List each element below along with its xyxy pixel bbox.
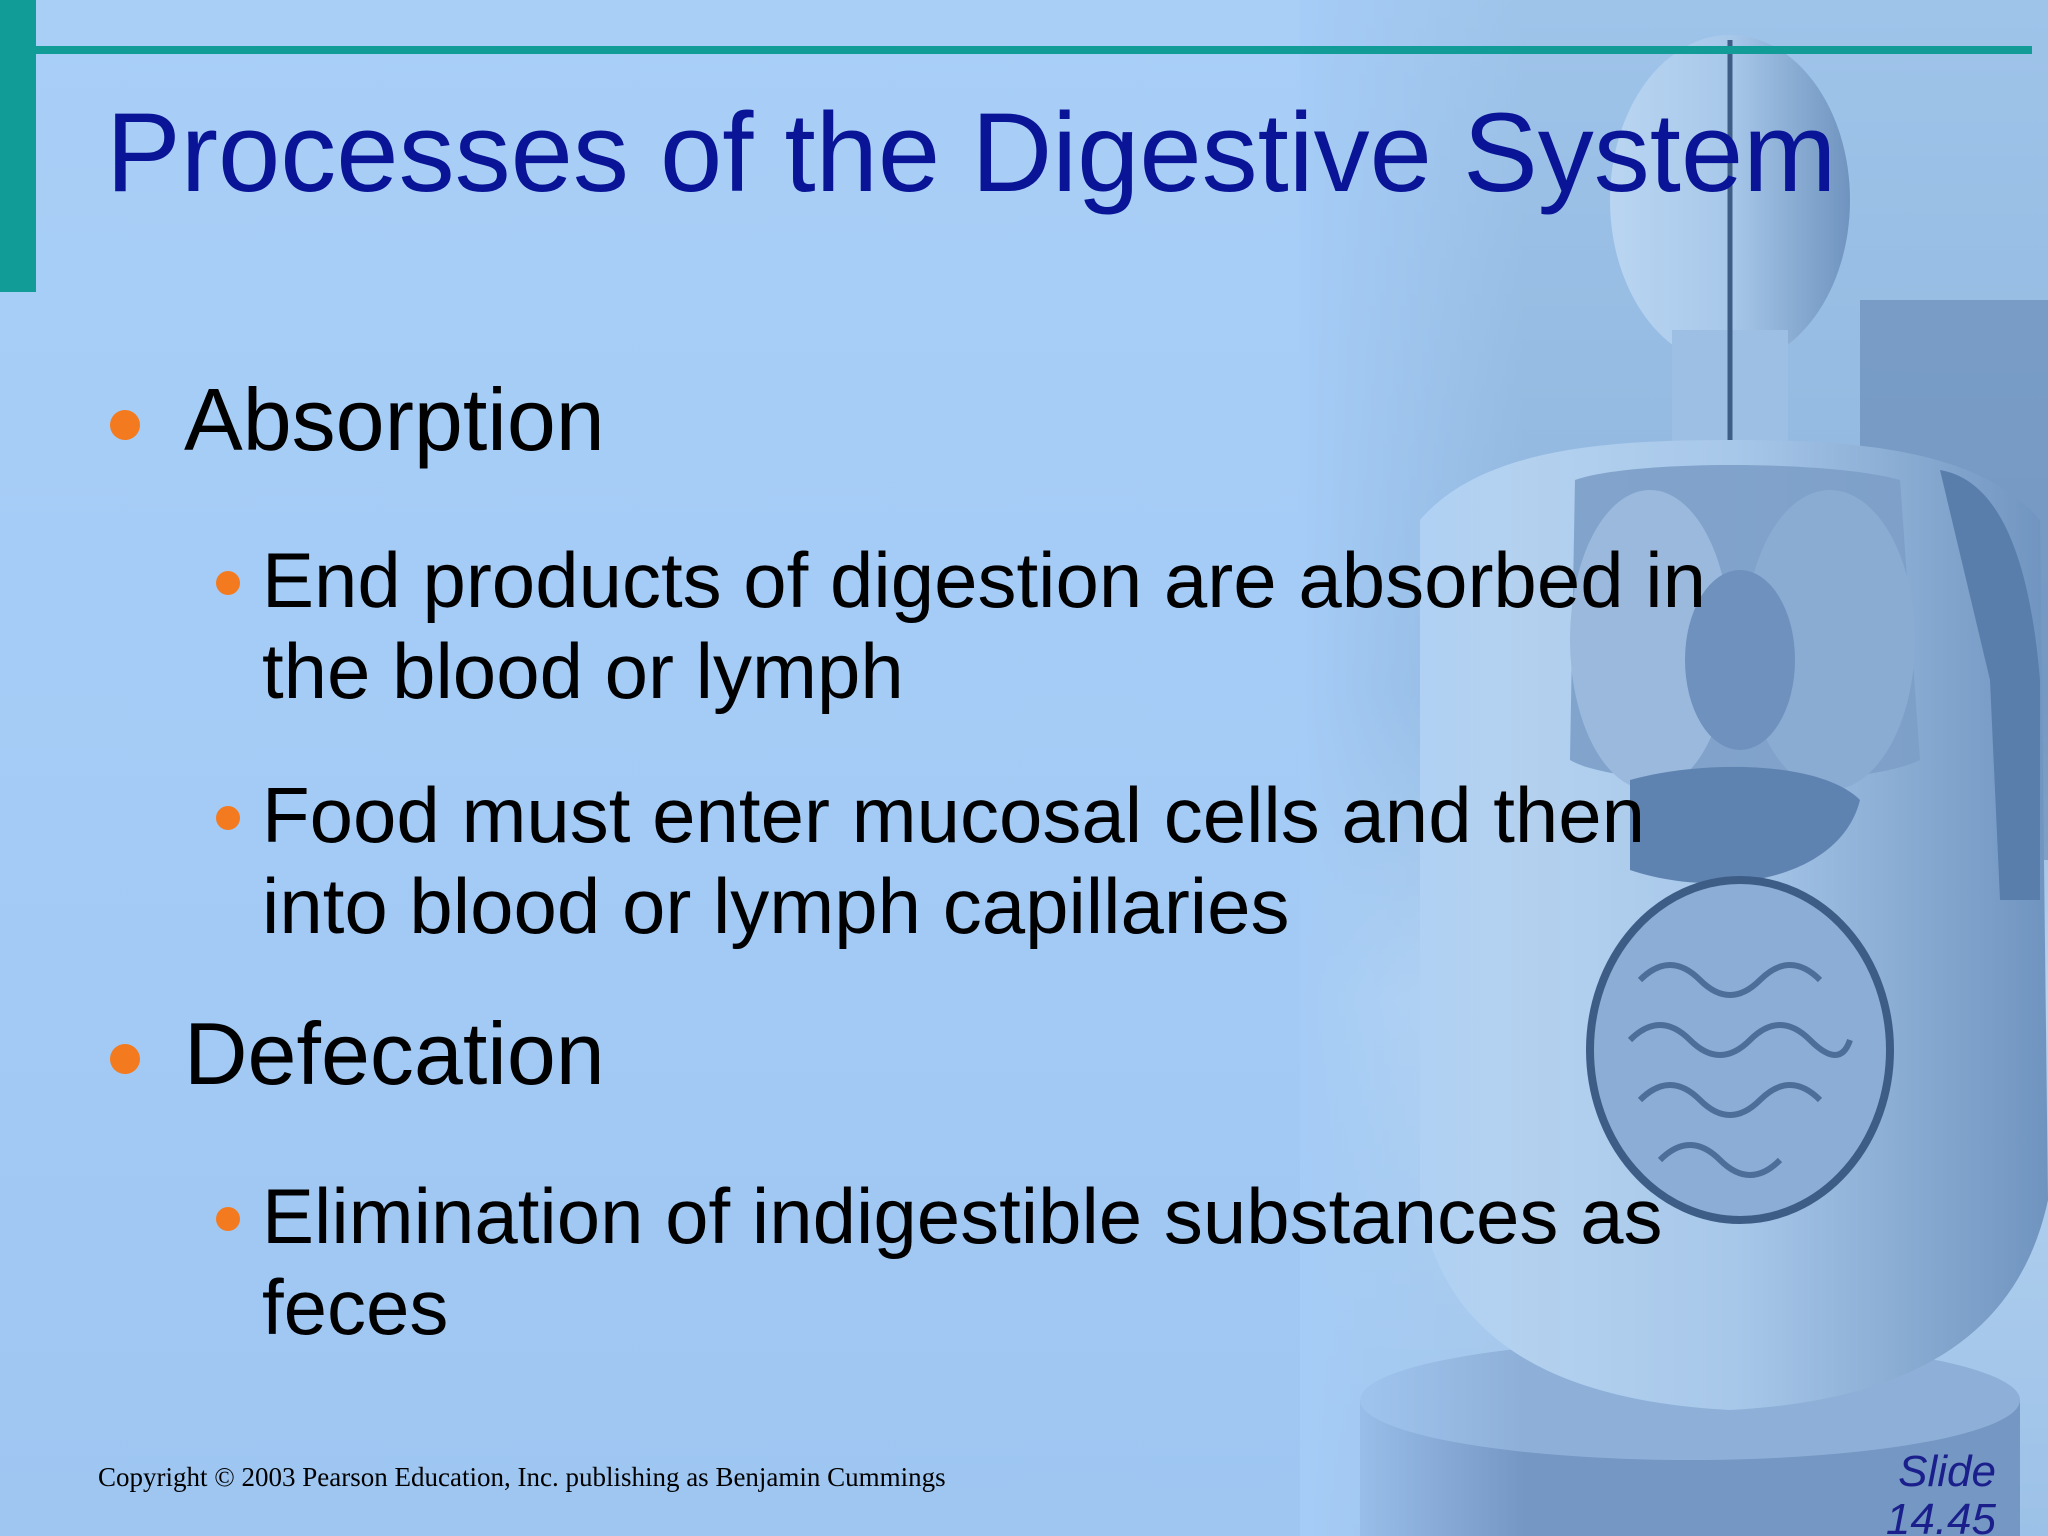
point-absorption-1-line2: the blood or lymph [262,627,904,715]
slide-number-value: 14.45 [1885,1495,1996,1536]
slide-number: Slide 14.45 [1846,1448,1996,1536]
anatomy-model-image [1300,0,2048,1536]
slide-title: Processes of the Digestive System [106,90,1837,215]
bullet-icon [110,1044,140,1074]
accent-bar [0,0,36,292]
copyright-notice: Copyright © 2003 Pearson Education, Inc.… [98,1462,946,1492]
point-absorption-2-line2: into blood or lymph capillaries [262,862,1290,950]
slide-label: Slide [1898,1447,1996,1496]
point-defecation-1-line1: Elimination of indigestible substances a… [262,1172,1663,1260]
point-defecation-1-line2: feces [262,1263,449,1351]
section-heading-absorption: Absorption [184,370,605,469]
point-absorption-1-line1: End products of digestion are absorbed i… [262,536,1706,624]
section-heading-defecation: Defecation [184,1004,605,1103]
sub-bullet-icon [216,806,240,830]
point-absorption-2-line1: Food must enter mucosal cells and then [262,771,1646,859]
sub-bullet-icon [216,1207,240,1231]
sub-bullet-icon [216,571,240,595]
bullet-icon [110,410,140,440]
top-rule [36,46,2032,54]
